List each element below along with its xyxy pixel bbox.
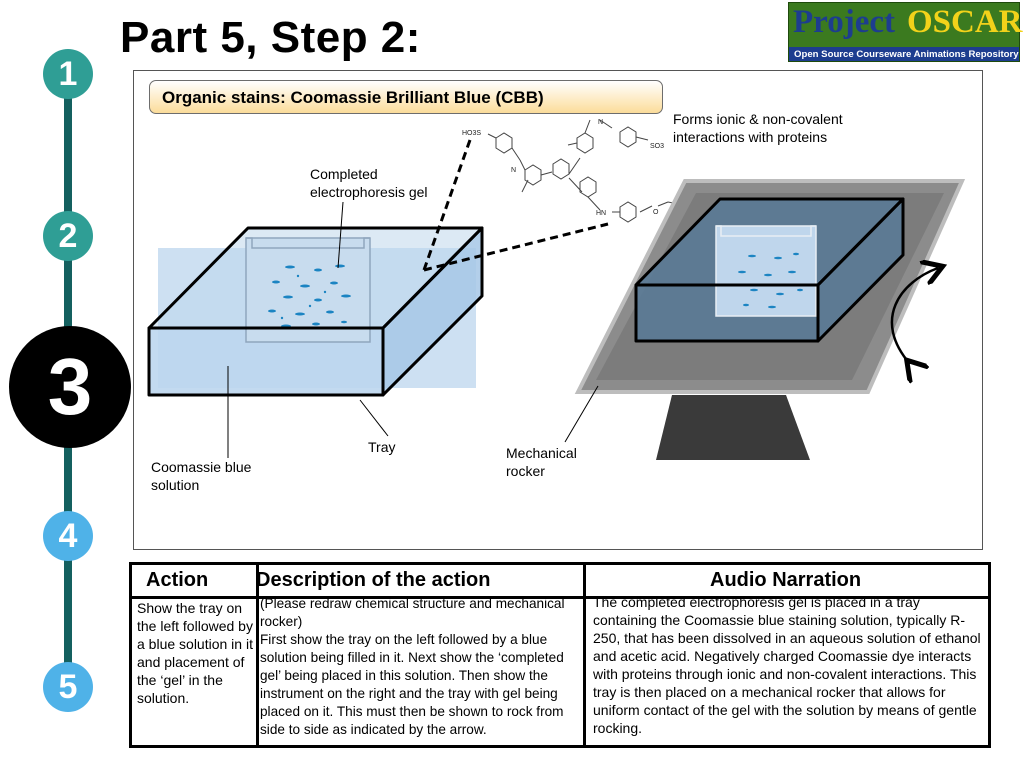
header-audio: Audio Narration xyxy=(710,569,862,591)
step-1-marker[interactable]: 1 xyxy=(43,49,93,99)
logo-word-project: Project xyxy=(793,4,895,40)
rocker-base xyxy=(656,395,810,460)
logo-bar xyxy=(789,47,1019,61)
header-description: Description of the action xyxy=(256,569,491,591)
project-oscar-logo: Project OSCAR Open Source Courseware Ani… xyxy=(788,2,1023,62)
solution-label: Coomassie blue solution xyxy=(151,459,252,493)
gel-bands-right xyxy=(738,252,803,309)
tray-label: Tray xyxy=(368,439,396,455)
mechanical-rocker xyxy=(564,179,966,460)
col-divider-2 xyxy=(583,565,586,745)
action-cell: Show the tray on the left followed by a … xyxy=(137,600,253,706)
svg-text:O: O xyxy=(653,209,659,216)
gel-label-leader xyxy=(337,201,344,269)
gel-slab-right xyxy=(715,225,817,317)
col-divider-1 xyxy=(256,565,259,745)
gel-bands-left xyxy=(268,264,351,328)
structure-link-lower xyxy=(423,222,609,272)
interaction-note: Forms ionic & non-covalent interactions … xyxy=(673,111,843,145)
header-action: Action xyxy=(146,569,209,591)
structure-so3-right: SO3 xyxy=(650,143,664,150)
gel-slab-left xyxy=(245,237,371,343)
page-title: Part 5, Step 2: xyxy=(120,13,421,62)
logo-subtitle: Open Source Courseware Animations Reposi… xyxy=(794,49,1019,60)
structure-so3-left: HO3S xyxy=(462,130,481,137)
rocking-arrow xyxy=(890,268,938,364)
structure-n-plus: N xyxy=(598,119,603,126)
rocker-label-leader xyxy=(564,385,599,443)
storyboard-table: Action Description of the action Audio N… xyxy=(129,562,991,748)
gel-label: Completed electrophoresis gel xyxy=(310,166,428,200)
step-5-marker[interactable]: 5 xyxy=(43,662,93,712)
step-2-marker[interactable]: 2 xyxy=(43,211,93,261)
tray-left xyxy=(147,226,484,397)
cbb-chemical-structure xyxy=(487,119,679,223)
step-3-marker-current[interactable]: 3 xyxy=(9,326,131,448)
header-divider xyxy=(132,596,988,599)
logo-word-oscar: OSCAR xyxy=(907,4,1023,40)
stain-title-label: Organic stains: Coomassie Brilliant Blue… xyxy=(149,80,663,114)
audio-cell: The completed electrophoresis gel is pla… xyxy=(593,594,981,736)
structure-n-left: N xyxy=(511,167,516,174)
step-4-marker[interactable]: 4 xyxy=(43,511,93,561)
tray-label-leader xyxy=(359,399,389,437)
rocker-label: Mechanical rocker xyxy=(506,445,577,479)
structure-link-upper xyxy=(422,139,472,271)
structure-nh: HN xyxy=(596,210,606,217)
description-cell: (Please redraw chemical structure and me… xyxy=(260,596,565,737)
